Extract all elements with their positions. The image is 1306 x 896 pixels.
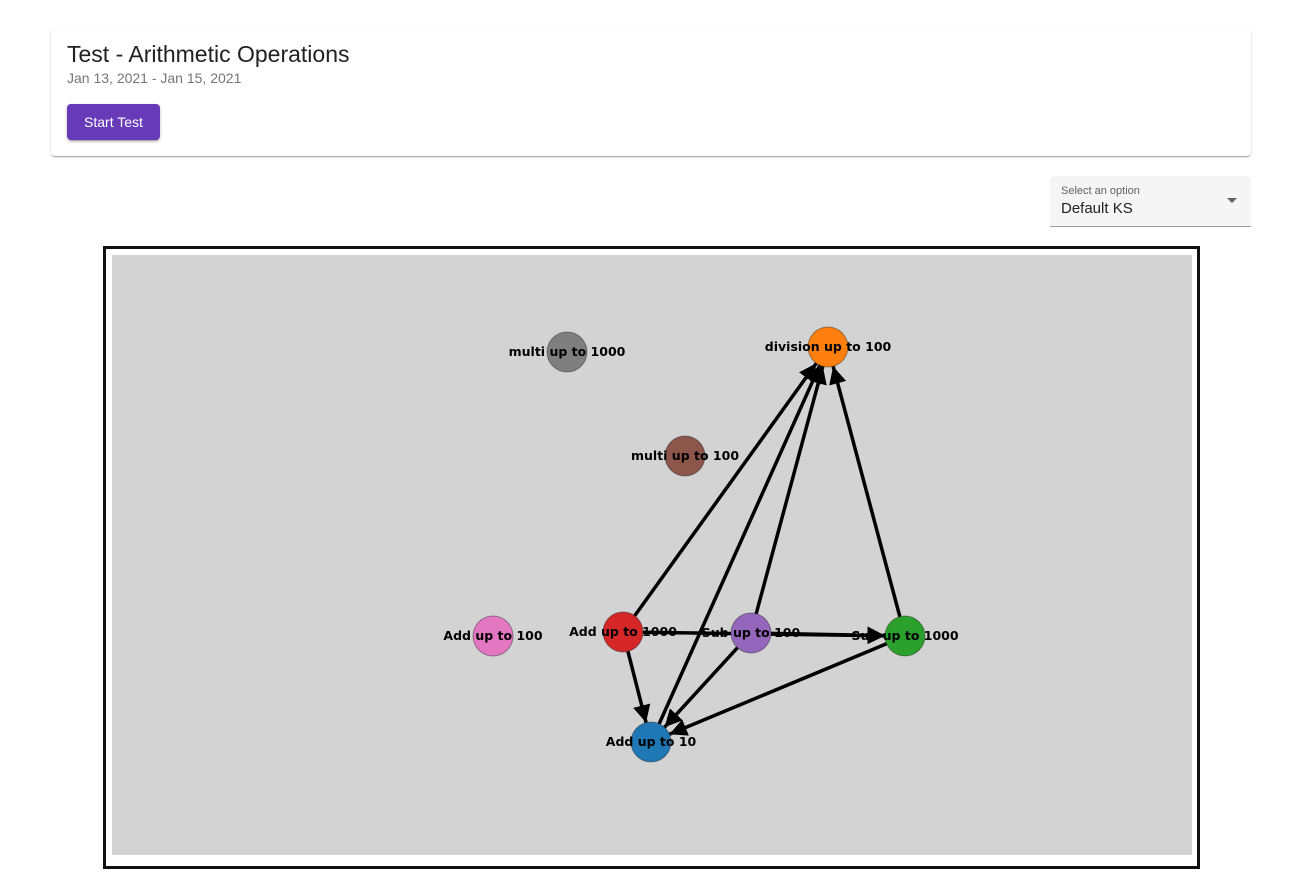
graph-edge-sub100-to-add10: [663, 646, 739, 729]
graph-node-circle[interactable]: [664, 435, 706, 477]
graph-node-circle[interactable]: [472, 615, 514, 657]
test-title: Test - Arithmetic Operations: [67, 41, 350, 67]
graph-edge-add1000-to-add10: [626, 650, 651, 724]
test-date-range: Jan 13, 2021 - Jan 15, 2021: [67, 70, 242, 86]
graph-node-circle[interactable]: [807, 326, 849, 368]
graph-node-label: Add up to 100: [443, 628, 542, 643]
graph-edge-add10-to-div100: [657, 364, 822, 725]
graph-node-label: Add up to 1000: [569, 624, 677, 639]
select-value: Default KS: [1061, 200, 1133, 217]
knowledge-graph-canvas: multi up to 1000 division up to 100 multi …: [112, 255, 1192, 855]
graph-edge-sub100-to-sub1000: [770, 626, 886, 645]
graph-node-label: Sub up to 100: [702, 625, 801, 640]
graph-node-div100[interactable]: division up to 100: [765, 326, 892, 368]
graph-node-label: division up to 100: [765, 339, 892, 354]
graph-node-multi1000[interactable]: multi up to 1000: [509, 331, 626, 373]
start-test-button[interactable]: Start Test: [67, 104, 160, 140]
graph-node-label: Add up to 10: [606, 734, 697, 749]
graph-node-circle[interactable]: [884, 615, 926, 657]
ks-select[interactable]: Select an option Default KS: [1050, 176, 1251, 227]
graph-edge-sub100-to-div100: [754, 365, 827, 615]
graph-node-add10[interactable]: Add up to 10: [606, 721, 697, 763]
graph-node-sub100[interactable]: Sub up to 100: [702, 612, 801, 654]
test-card: Test - Arithmetic Operations Jan 13, 202…: [51, 28, 1251, 156]
graph-edge-sub1000-to-div100: [829, 365, 902, 618]
graph-node-add1000[interactable]: Add up to 1000: [569, 611, 677, 653]
graph-node-add100[interactable]: Add up to 100: [443, 615, 543, 657]
graph-node-sub1000[interactable]: Sub up to 1000: [851, 615, 959, 657]
graph-node-multi100[interactable]: multi up to 100: [631, 435, 739, 477]
graph-node-label: multi up to 1000: [509, 344, 626, 359]
knowledge-graph-frame: multi up to 1000 division up to 100 multi …: [103, 246, 1200, 869]
chevron-down-icon[interactable]: [1227, 198, 1237, 203]
graph-node-label: Sub up to 1000: [851, 628, 958, 643]
graph-node-circle[interactable]: [630, 721, 672, 763]
graph-node-circle[interactable]: [602, 611, 644, 653]
knowledge-graph: multi up to 1000 division up to 100 multi …: [443, 326, 959, 763]
graph-edge-sub1000-to-add10: [668, 642, 888, 736]
graph-node-circle[interactable]: [546, 331, 588, 373]
graph-node-circle[interactable]: [730, 612, 772, 654]
select-label: Select an option: [1061, 185, 1140, 197]
graph-edge-add1000-to-div100: [633, 362, 818, 617]
graph-node-label: multi up to 100: [631, 448, 739, 463]
